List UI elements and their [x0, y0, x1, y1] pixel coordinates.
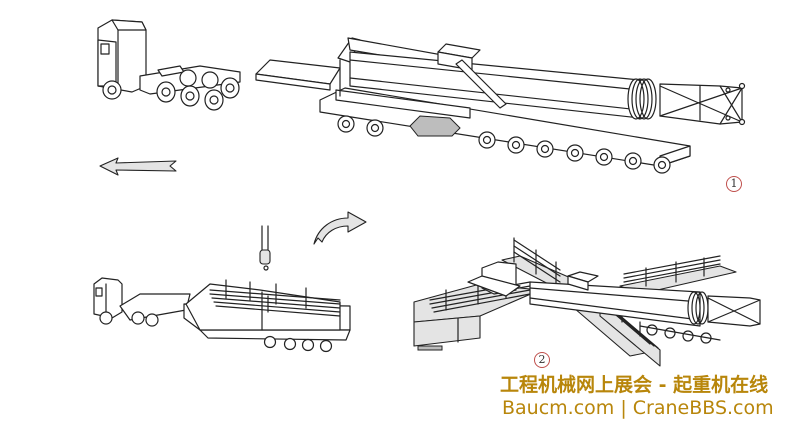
tractor-truck-top	[97, 19, 241, 111]
watermark-url: Baucm.com | CraneBBS.com	[502, 397, 774, 419]
curved-arrow-icon	[313, 211, 367, 245]
lowboy-trailer-with-mats	[93, 277, 351, 353]
crane-body-on-trailer	[255, 37, 746, 174]
hook-block-icon	[259, 225, 271, 271]
step-2-marker: 2	[534, 352, 550, 368]
step-1-marker: 1	[726, 176, 742, 192]
left-arrow-icon	[99, 157, 177, 176]
crane-on-outrigger-mats	[413, 237, 761, 367]
watermark-chinese: 工程机械网上展会 - 起重机在线	[500, 374, 769, 396]
